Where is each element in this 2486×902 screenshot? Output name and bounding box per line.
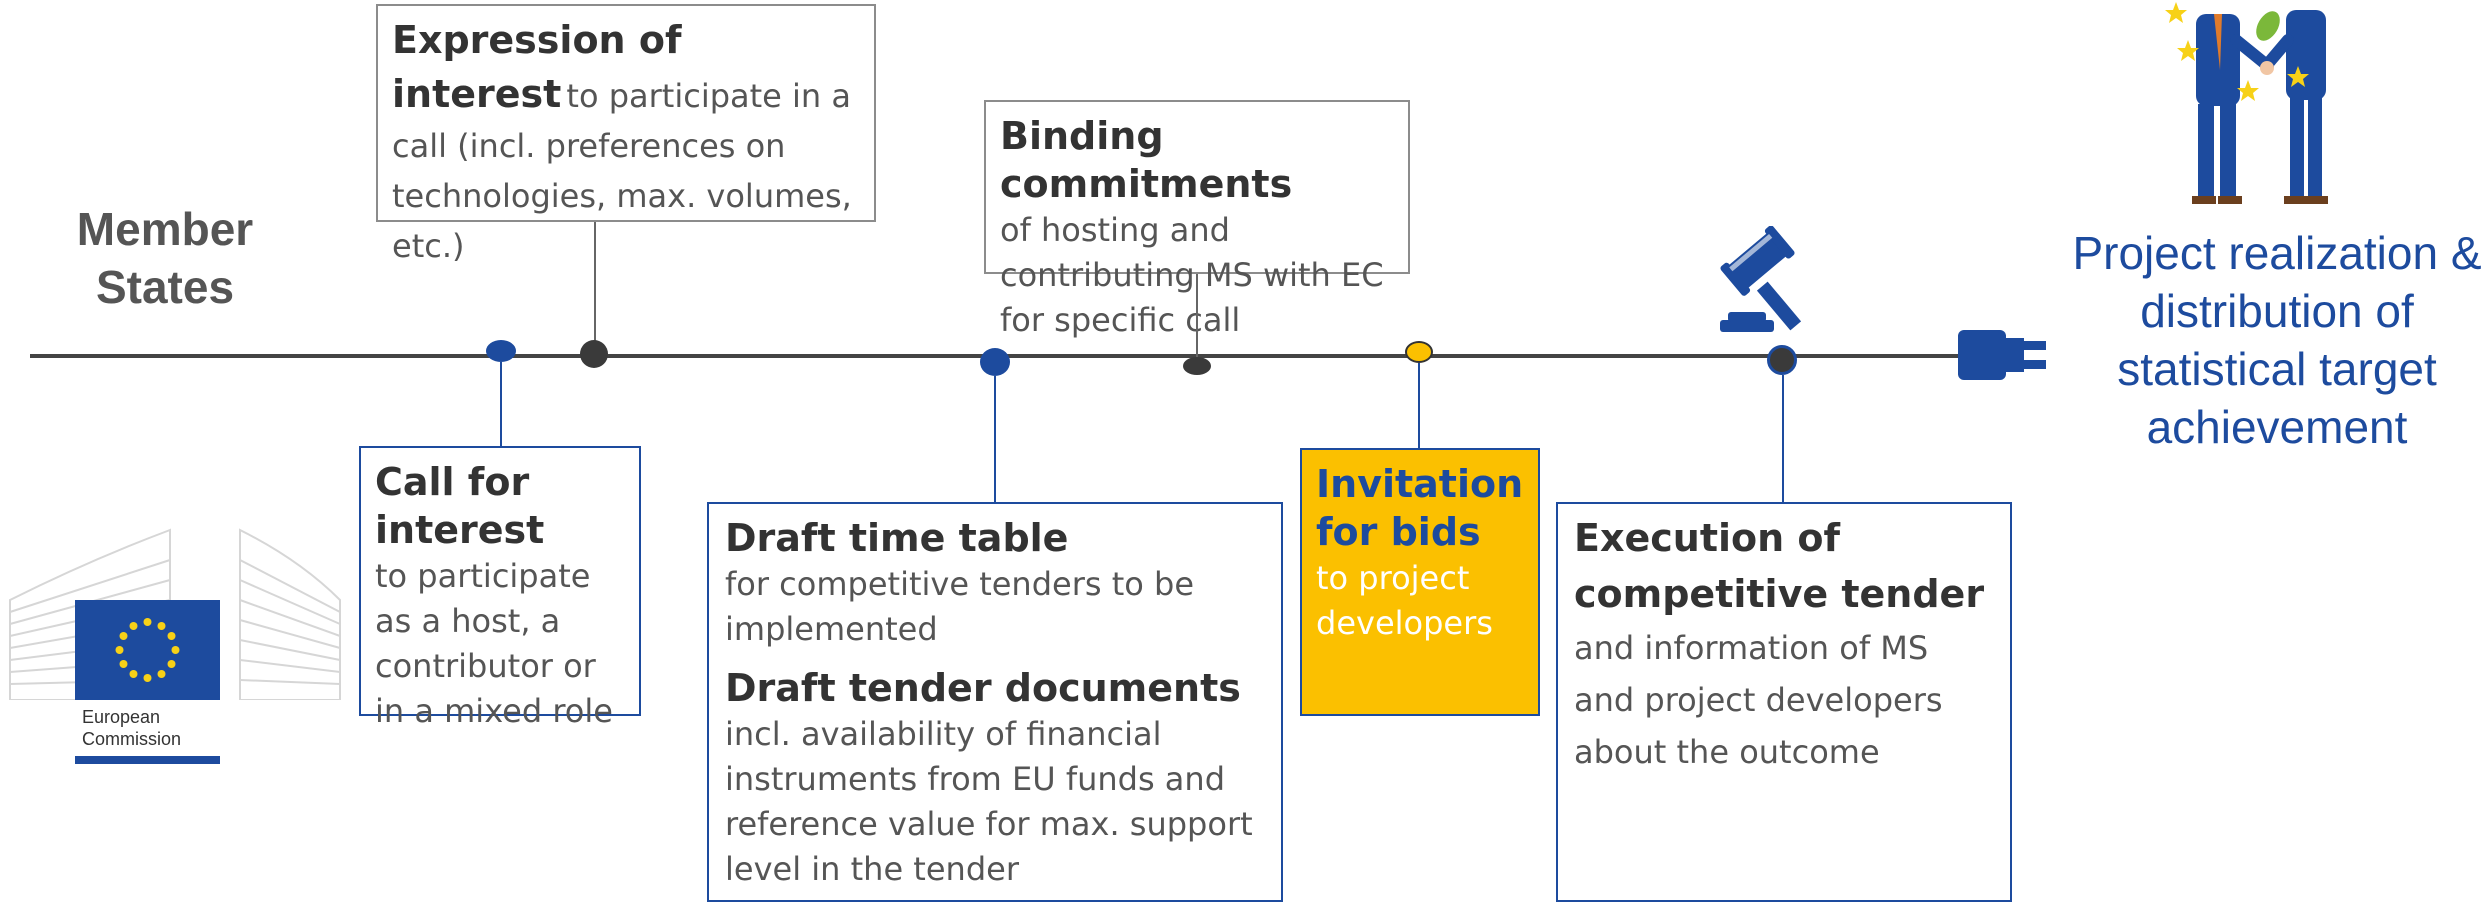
logo-text-line1: European bbox=[82, 707, 161, 727]
connector-expression bbox=[594, 222, 596, 352]
call-for-interest-title: Call for interest bbox=[375, 460, 545, 552]
expression-of-interest-text: to participate in a call (incl. preferen… bbox=[392, 77, 852, 265]
milestone-dot-expression bbox=[580, 340, 608, 368]
draft-time-table-title: Draft time table bbox=[725, 516, 1069, 560]
draft-tender-documents-text: incl. availability of financial instrume… bbox=[725, 715, 1253, 888]
eu-flag-icon bbox=[75, 600, 220, 700]
connector-execution bbox=[1782, 375, 1784, 505]
invitation-for-bids-title: Invitation for bids bbox=[1316, 462, 1524, 554]
expression-of-interest-box: Expression of interest to participate in… bbox=[376, 4, 876, 265]
project-realization-text: Project realization & distribution of st… bbox=[2072, 227, 2482, 453]
execution-title: Execution of competitive tender bbox=[1574, 516, 1985, 616]
connector-invitation bbox=[1418, 363, 1420, 449]
expression-of-interest-title: Expression of interest bbox=[392, 18, 682, 116]
logo-underline bbox=[75, 756, 220, 764]
milestone-dot-binding bbox=[1183, 357, 1211, 375]
draft-box: Draft time table for competitive tenders… bbox=[707, 502, 1283, 902]
invitation-for-bids-text: to project developers bbox=[1316, 559, 1493, 642]
logo-text-line2: Commission bbox=[82, 729, 182, 749]
invitation-for-bids-box: Invitation for bids to project developer… bbox=[1300, 448, 1540, 716]
european-commission-logo: European Commission bbox=[0, 520, 350, 770]
call-for-interest-text: to participate as a host, a contributor … bbox=[375, 557, 613, 730]
member-states-label: Member States bbox=[76, 203, 254, 313]
execution-box: Execution of competitive tender and info… bbox=[1556, 502, 2012, 902]
connector-binding bbox=[1196, 274, 1198, 364]
draft-tender-documents-title: Draft tender documents bbox=[725, 666, 1241, 710]
milestone-dot-draft bbox=[980, 348, 1010, 376]
connector-call bbox=[500, 362, 502, 448]
handshake-people-icon bbox=[2165, 2, 2328, 204]
connector-draft bbox=[994, 376, 996, 504]
milestone-dot-call bbox=[486, 340, 516, 362]
binding-commitments-box: Binding commitments of hosting and contr… bbox=[984, 100, 1410, 339]
execution-text: and information of MS and project develo… bbox=[1574, 629, 1943, 771]
milestone-dot-invitation bbox=[1405, 341, 1433, 363]
call-for-interest-box: Call for interest to participate as a ho… bbox=[359, 446, 641, 730]
milestone-dot-execution bbox=[1767, 345, 1797, 375]
binding-commitments-text: of hosting and contributing MS with EC f… bbox=[1000, 211, 1384, 339]
gavel-icon bbox=[1720, 226, 1802, 332]
plug-icon bbox=[1958, 330, 2046, 380]
draft-time-table-text: for competitive tenders to be implemente… bbox=[725, 565, 1194, 648]
binding-commitments-title: Binding commitments bbox=[1000, 114, 1293, 206]
